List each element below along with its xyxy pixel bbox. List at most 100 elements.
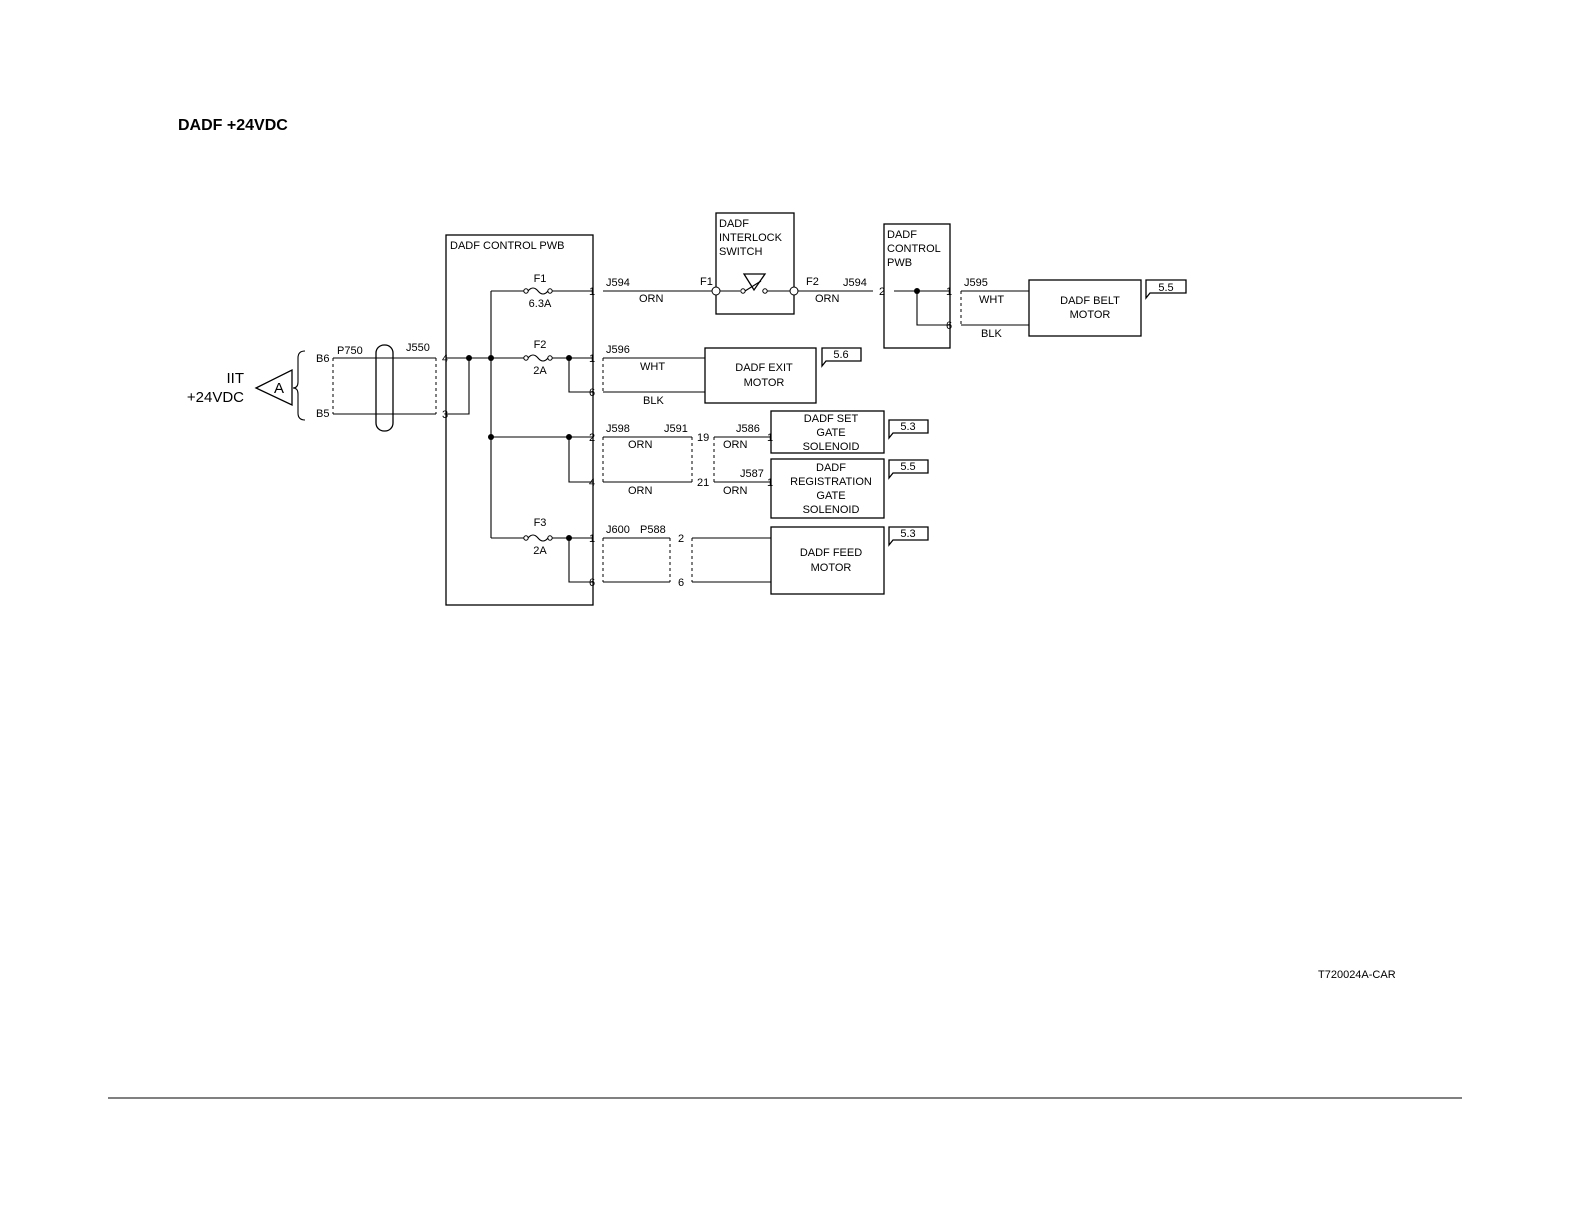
fuse-f3-rating: 2A [533, 545, 547, 557]
wire-label-wht-belt: WHT [979, 294, 1004, 306]
fuse-f1-icon [527, 287, 549, 295]
interlock-switch-line2: INTERLOCK [719, 232, 783, 244]
fuse-f2-name: F2 [534, 339, 547, 351]
interlock-switch-line3: SWITCH [719, 246, 762, 258]
wire-solenoid-feed-2 [568, 437, 593, 483]
junction-dot [566, 434, 572, 440]
control-pwb-2-line2: CONTROL [887, 243, 941, 255]
connector-j587: J587 [740, 468, 764, 480]
pin-p588-2: 2 [678, 533, 684, 545]
wire-label-orn-j594: ORN [639, 293, 664, 305]
belt-motor-box [1028, 279, 1142, 337]
source-label-iit: IIT [227, 370, 245, 387]
pin-j596-1: 1 [589, 353, 595, 365]
junction-dot [566, 535, 572, 541]
wire-label-wht-exit: WHT [640, 361, 665, 373]
set-gate-line3: SOLENOID [803, 441, 860, 453]
connector-j596: J596 [606, 344, 630, 356]
junction-dot [914, 288, 920, 294]
junction-dot [566, 355, 572, 361]
wire-label-orn-j598-top: ORN [628, 439, 653, 451]
control-pwb-2-box [883, 223, 951, 349]
wire-feed-return [568, 538, 593, 583]
wire-exit-return [568, 358, 593, 393]
connector-p750: P750 [337, 345, 363, 357]
reference-tag-icon [888, 419, 929, 440]
pin-j595-6: 6 [946, 320, 952, 332]
pin-b6: B6 [316, 353, 329, 365]
registration-gate-solenoid-box [770, 458, 885, 519]
wire-label-orn-j586: ORN [723, 439, 748, 451]
connector-j598: J598 [606, 423, 630, 435]
wire-label-blk-belt: BLK [981, 328, 1002, 340]
interlock-switch-box [715, 212, 795, 315]
set-gate-solenoid-box [770, 410, 885, 454]
fuse-f1-name: F1 [534, 273, 547, 285]
junction-dot [466, 355, 472, 361]
reg-gate-ref: 5.5 [900, 461, 915, 473]
pin-j596-6: 6 [589, 387, 595, 399]
control-pwb-title: DADF CONTROL PWB [450, 240, 565, 252]
reg-gate-line4: SOLENOID [803, 504, 860, 516]
source-arrow-letter: A [274, 380, 284, 397]
fuse-f3-icon [527, 534, 549, 542]
belt-motor-ref: 5.5 [1158, 282, 1173, 294]
switch-terminal-icon [789, 286, 799, 296]
feed-motor-ref: 5.3 [900, 528, 915, 540]
harness-twist-icon [375, 344, 394, 432]
figure-id: T720024A-CAR [1318, 969, 1396, 981]
set-gate-line2: GATE [816, 427, 845, 439]
pin-ctrl2-2: 2 [879, 286, 885, 298]
feed-motor-line1: DADF FEED [800, 547, 862, 559]
exit-motor-box [704, 347, 817, 404]
switch-terminal-f2: F2 [806, 276, 819, 288]
pin-j587-1: 1 [767, 477, 773, 489]
connector-j595: J595 [964, 277, 988, 289]
pin-p588-6: 6 [678, 577, 684, 589]
switch-terminal-icon [711, 286, 721, 296]
reference-tag-icon [1145, 279, 1187, 300]
source-arrow-icon [254, 368, 293, 407]
connector-j600: J600 [606, 524, 630, 536]
diagram-title: DADF +24VDC [178, 117, 288, 134]
exit-motor-line1: DADF EXIT [735, 362, 793, 374]
reg-gate-line2: REGISTRATION [790, 476, 872, 488]
fuse-f2-icon [527, 354, 549, 362]
pin-j600-1: 1 [589, 533, 595, 545]
pin-j598-4: 4 [589, 477, 595, 489]
interlock-switch-line1: DADF [719, 218, 749, 230]
pin-j550-3: 3 [442, 409, 448, 421]
reg-gate-line3: GATE [816, 490, 845, 502]
pin-b5: B5 [316, 408, 329, 420]
pin-j591-19: 19 [697, 432, 709, 444]
belt-motor-line1: DADF BELT [1060, 295, 1120, 307]
connector-j594: J594 [606, 277, 630, 289]
control-pwb-box [445, 234, 594, 606]
pin-j550-4: 4 [442, 353, 448, 365]
connector-j591: J591 [664, 423, 688, 435]
exit-motor-line2: MOTOR [744, 377, 785, 389]
pin-j594-1: 1 [589, 286, 595, 298]
reference-tag-icon [821, 347, 862, 368]
connector-j550: J550 [406, 342, 430, 354]
pin-j586-1: 1 [767, 432, 773, 444]
connector-j594-b: J594 [843, 277, 867, 289]
feed-motor-line2: MOTOR [811, 562, 852, 574]
set-gate-ref: 5.3 [900, 421, 915, 433]
reference-tag-icon [888, 459, 929, 480]
control-pwb-2-line3: PWB [887, 257, 912, 269]
fuse-f1-rating: 6.3A [529, 298, 552, 310]
control-pwb-2-line1: DADF [887, 229, 917, 241]
source-brace [292, 350, 306, 421]
feed-motor-box [770, 526, 885, 595]
pin-j600-6: 6 [589, 577, 595, 589]
internal-bus-3 [446, 358, 470, 415]
wire-label-orn-j587: ORN [723, 485, 748, 497]
wire-label-orn-j594b: ORN [815, 293, 840, 305]
connector-j586: J586 [736, 423, 760, 435]
fuse-f3-name: F3 [534, 517, 547, 529]
exit-motor-ref: 5.6 [833, 349, 848, 361]
source-label-24vdc: +24VDC [187, 389, 244, 406]
switch-terminal-f1: F1 [700, 276, 713, 288]
